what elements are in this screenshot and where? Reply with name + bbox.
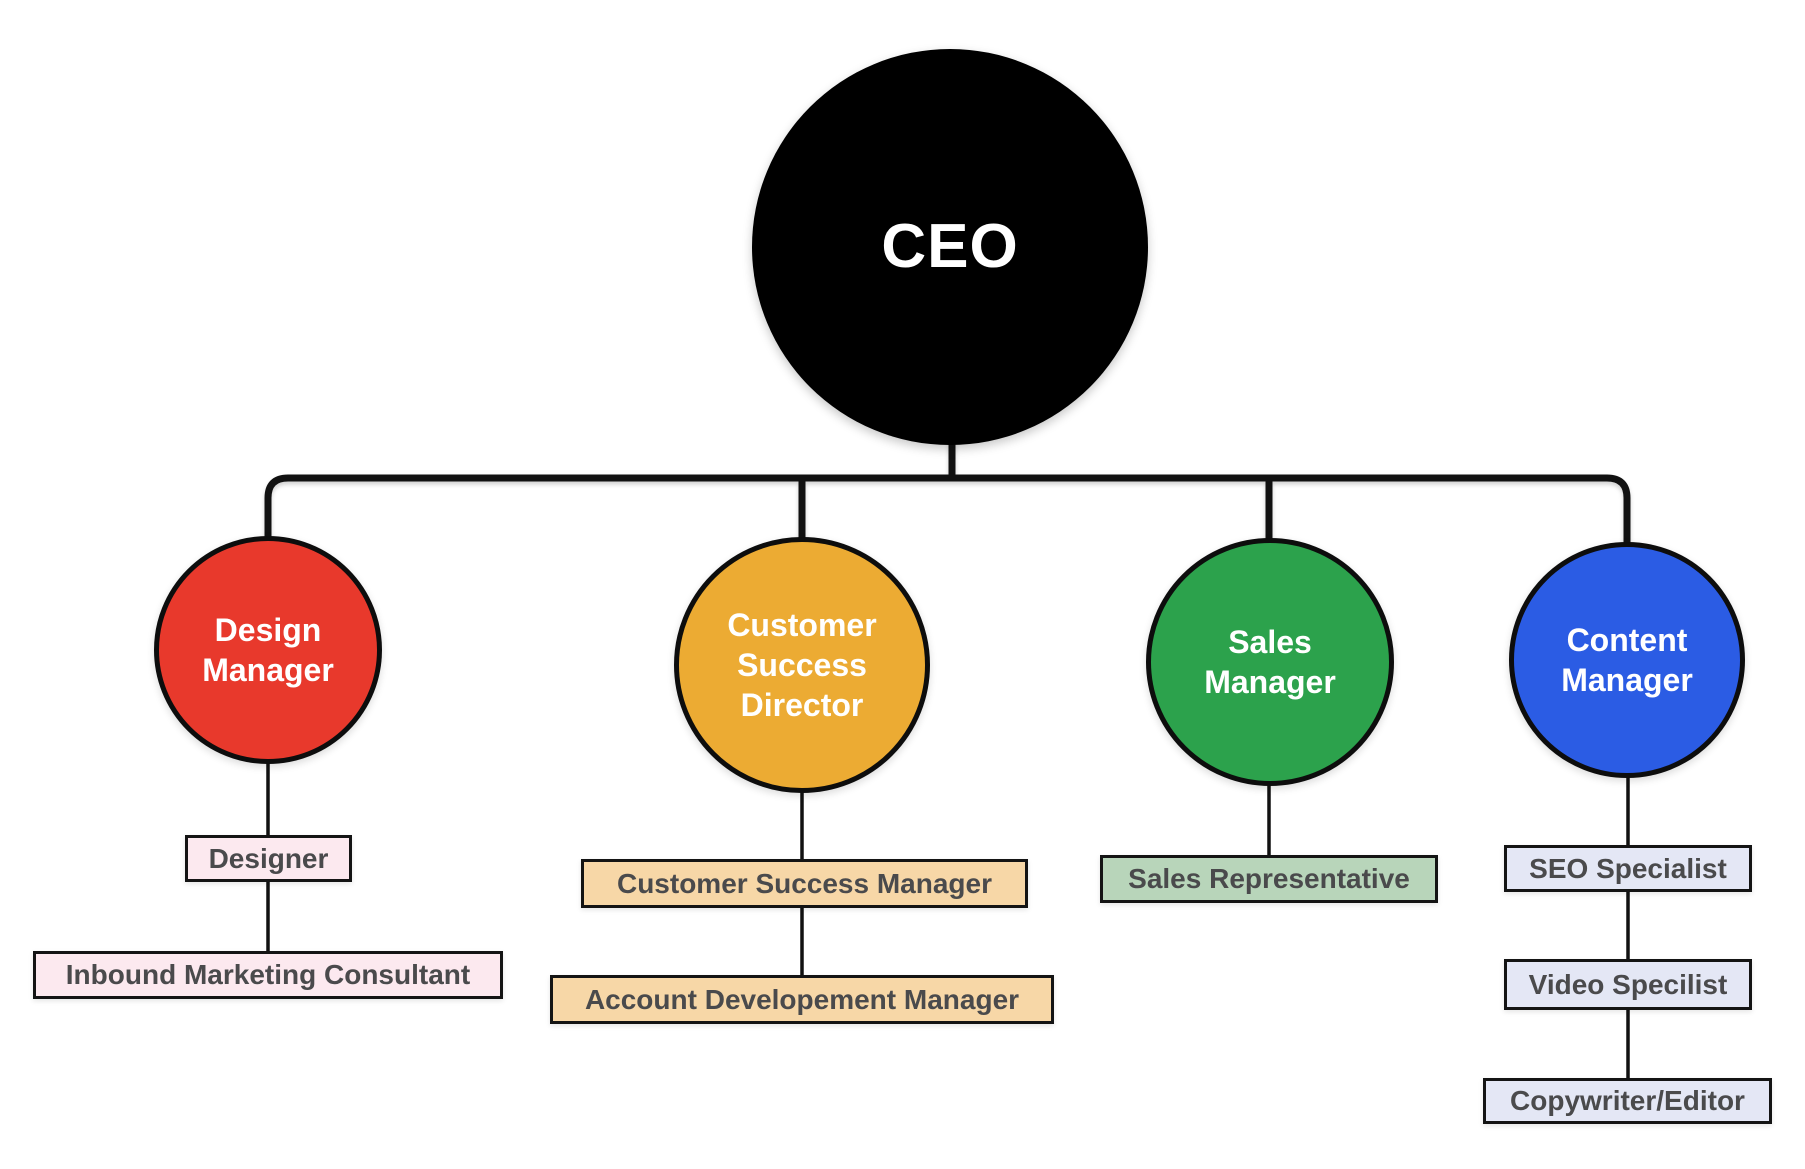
node-sales-representative: Sales Representative [1100,855,1438,903]
node-seo-specialist-label: SEO Specialist [1529,852,1727,884]
node-seo-specialist: SEO Specialist [1504,845,1752,892]
node-customer-success-director-label-line1: Customer [727,607,877,643]
node-designer: Designer [185,835,352,882]
node-inbound-marketing-consultant: Inbound Marketing Consultant [33,951,503,999]
node-ceo: CEO [752,49,1148,445]
node-designer-label: Designer [208,842,329,874]
node-ceo-label: CEO [881,212,1019,281]
node-design-manager: Design Manager [154,536,382,764]
node-sales-manager: Sales Manager [1146,538,1394,786]
node-customer-success-manager: Customer Success Manager [581,859,1028,908]
node-customer-success-director: Customer Success Director [674,537,930,793]
node-customer-success-director-label-line3: Director [740,687,864,723]
node-customer-success-manager-label: Customer Success Manager [616,867,993,899]
node-design-manager-label-line2: Manager [202,652,334,688]
node-sales-representative-label: Sales Representative [1128,863,1410,894]
node-content-manager: Content Manager [1509,542,1745,778]
node-video-specilist: Video Specilist [1504,959,1752,1010]
node-video-specilist-label: Video Specilist [1528,968,1728,1000]
node-account-developement-manager-label: Account Developement Manager [584,983,1020,1015]
node-copywriter-editor: Copywriter/Editor [1483,1078,1772,1124]
node-design-manager-label-line1: Design [214,612,322,648]
node-sales-manager-label-line1: Sales [1228,624,1312,660]
trunk-line [264,474,1631,546]
node-sales-manager-label-line2: Manager [1204,664,1336,700]
node-content-manager-label-line1: Content [1566,622,1688,658]
node-content-manager-label-line2: Manager [1561,662,1693,698]
node-inbound-marketing-consultant-label: Inbound Marketing Consultant [65,959,471,990]
node-customer-success-director-label-line2: Success [737,647,867,683]
node-copywriter-editor-label: Copywriter/Editor [1510,1085,1745,1116]
node-account-developement-manager: Account Developement Manager [550,975,1054,1024]
